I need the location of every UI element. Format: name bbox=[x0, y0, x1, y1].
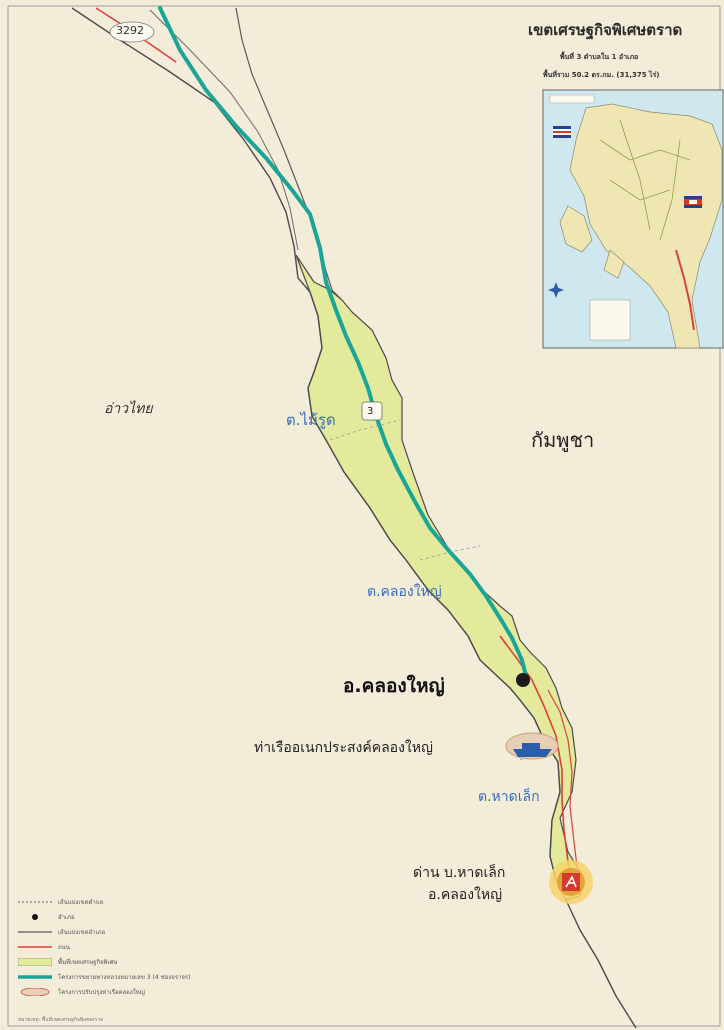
district-label: อ.คลองใหญ่ bbox=[343, 675, 445, 697]
subdistrict-khlong-yai-label: ต.คลองใหญ่ bbox=[367, 584, 442, 600]
cambodia-label: กัมพูชา bbox=[531, 428, 595, 452]
inset-legend bbox=[589, 299, 631, 341]
checkpoint-label-line1: ด่าน บ.หาดเล็ก bbox=[413, 865, 506, 881]
checkpoint-label-line2: อ.คลองใหญ่ bbox=[428, 887, 503, 903]
legend-label: เส้นแบ่งเขตตำบล bbox=[58, 899, 104, 906]
legend-dot-icon bbox=[32, 914, 38, 920]
map-subtitle-area-count: พื้นที่ 3 ตำบลใน 1 อำเภอ bbox=[560, 53, 639, 61]
map-frame bbox=[7, 5, 721, 1027]
sez-area bbox=[295, 254, 585, 901]
legend-row: โครงการปรับปรุงท่าเรือคลองใหญ่ bbox=[14, 985, 314, 1000]
gulf-of-thailand-label: อ่าวไทย bbox=[104, 401, 153, 417]
legend-row: ถนน bbox=[14, 940, 314, 955]
legend-row: โครงการขยายทางหลวงหมายเลข 3 (4 ช่องจราจร… bbox=[14, 970, 314, 985]
subdistrict-mai-rut-label: ต.ไม้รูด bbox=[286, 411, 336, 429]
coastline-west bbox=[71, 7, 637, 1029]
inset-land bbox=[569, 103, 723, 349]
route-3-shield bbox=[361, 401, 383, 421]
map-title: เขตเศรษฐกิจพิเศษตราด bbox=[528, 21, 683, 39]
legend-teal-line-icon bbox=[18, 975, 52, 979]
port-ship-icon bbox=[513, 743, 552, 757]
checkpoint-glyph bbox=[565, 875, 577, 888]
inset-map bbox=[542, 89, 724, 349]
boundary-east bbox=[235, 7, 343, 301]
legend-label: โครงการปรับปรุงท่าเรือคลองใหญ่ bbox=[58, 989, 145, 996]
legend-row: อำเภอ bbox=[14, 910, 314, 925]
district-dot bbox=[516, 673, 530, 687]
inset-land-2 bbox=[559, 205, 625, 279]
route-3292-shield bbox=[109, 21, 155, 43]
map-note: หมายเหตุ: พื้นที่เขตเศรษฐกิจพิเศษตราด bbox=[18, 1017, 104, 1023]
compass-icon bbox=[548, 282, 564, 298]
legend-row: พื้นที่เขตเศรษฐกิจพิเศษ bbox=[14, 955, 314, 970]
route-3-label: 3 bbox=[367, 406, 374, 417]
inset-roads bbox=[599, 119, 691, 241]
legend-row: เส้นแบ่งเขตอำเภอ bbox=[14, 925, 314, 940]
legend-dotted-line-icon bbox=[18, 901, 52, 903]
inset-sez-strip bbox=[675, 249, 695, 331]
map-legend: เส้นแบ่งเขตตำบล อำเภอ เส้นแบ่งเขตอำเภอ ถ… bbox=[14, 895, 314, 1000]
subdistrict-hat-lek-label: ต.หาดเล็ก bbox=[478, 789, 540, 805]
route-3292-label: 3292 bbox=[116, 24, 144, 37]
checkpoint-icon bbox=[562, 873, 580, 891]
legend-port-ellipse-icon bbox=[20, 988, 50, 996]
boundary-inner bbox=[149, 9, 299, 251]
legend-label: พื้นที่เขตเศรษฐกิจพิเศษ bbox=[58, 959, 118, 966]
legend-label: ถนน bbox=[58, 944, 70, 951]
port-label: ท่าเรืออเนกประสงค์คลองใหญ่ bbox=[254, 740, 433, 756]
legend-label: โครงการขยายทางหลวงหมายเลข 3 (4 ช่องจราจร… bbox=[58, 974, 191, 981]
legend-label: อำเภอ bbox=[58, 914, 75, 921]
legend-grey-line-icon bbox=[18, 931, 52, 933]
legend-yellow-fill-icon bbox=[18, 958, 52, 966]
highway-3-line bbox=[158, 6, 528, 678]
road-red-2 bbox=[547, 689, 579, 875]
legend-label: เส้นแบ่งเขตอำเภอ bbox=[58, 929, 106, 936]
legend-red-line-icon bbox=[18, 946, 52, 948]
legend-row: เส้นแบ่งเขตตำบล bbox=[14, 895, 314, 910]
map-subtitle-total-area: พื้นที่รวม 50.2 ตร.กม. (31,375 ไร่) bbox=[543, 71, 660, 79]
